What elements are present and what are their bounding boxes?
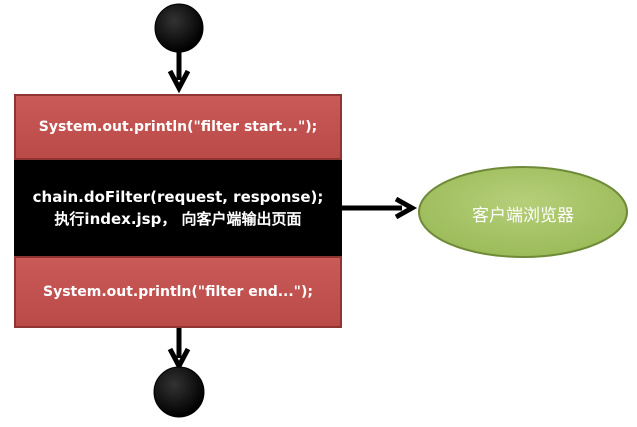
arrow-to-browser [342, 196, 418, 220]
end-node [153, 366, 205, 418]
filter-start-code: System.out.println("filter start..."); [38, 119, 318, 135]
arrow-filter-to-end [167, 328, 191, 372]
dofilter-description: 执行index.jsp， 向客户端输出页面 [54, 210, 302, 228]
filter-end-code: System.out.println("filter end..."); [43, 284, 313, 300]
browser-ellipse [418, 166, 628, 258]
browser-label: 客户端浏览器 [472, 205, 574, 226]
filter-end-box: System.out.println("filter end..."); [14, 256, 342, 328]
dofilter-box: chain.doFilter(request, response); 执行ind… [14, 160, 342, 256]
start-node [154, 3, 204, 53]
arrow-start-to-filter [167, 52, 191, 94]
dofilter-code: chain.doFilter(request, response); [32, 188, 324, 206]
filter-start-box: System.out.println("filter start..."); [14, 94, 342, 160]
